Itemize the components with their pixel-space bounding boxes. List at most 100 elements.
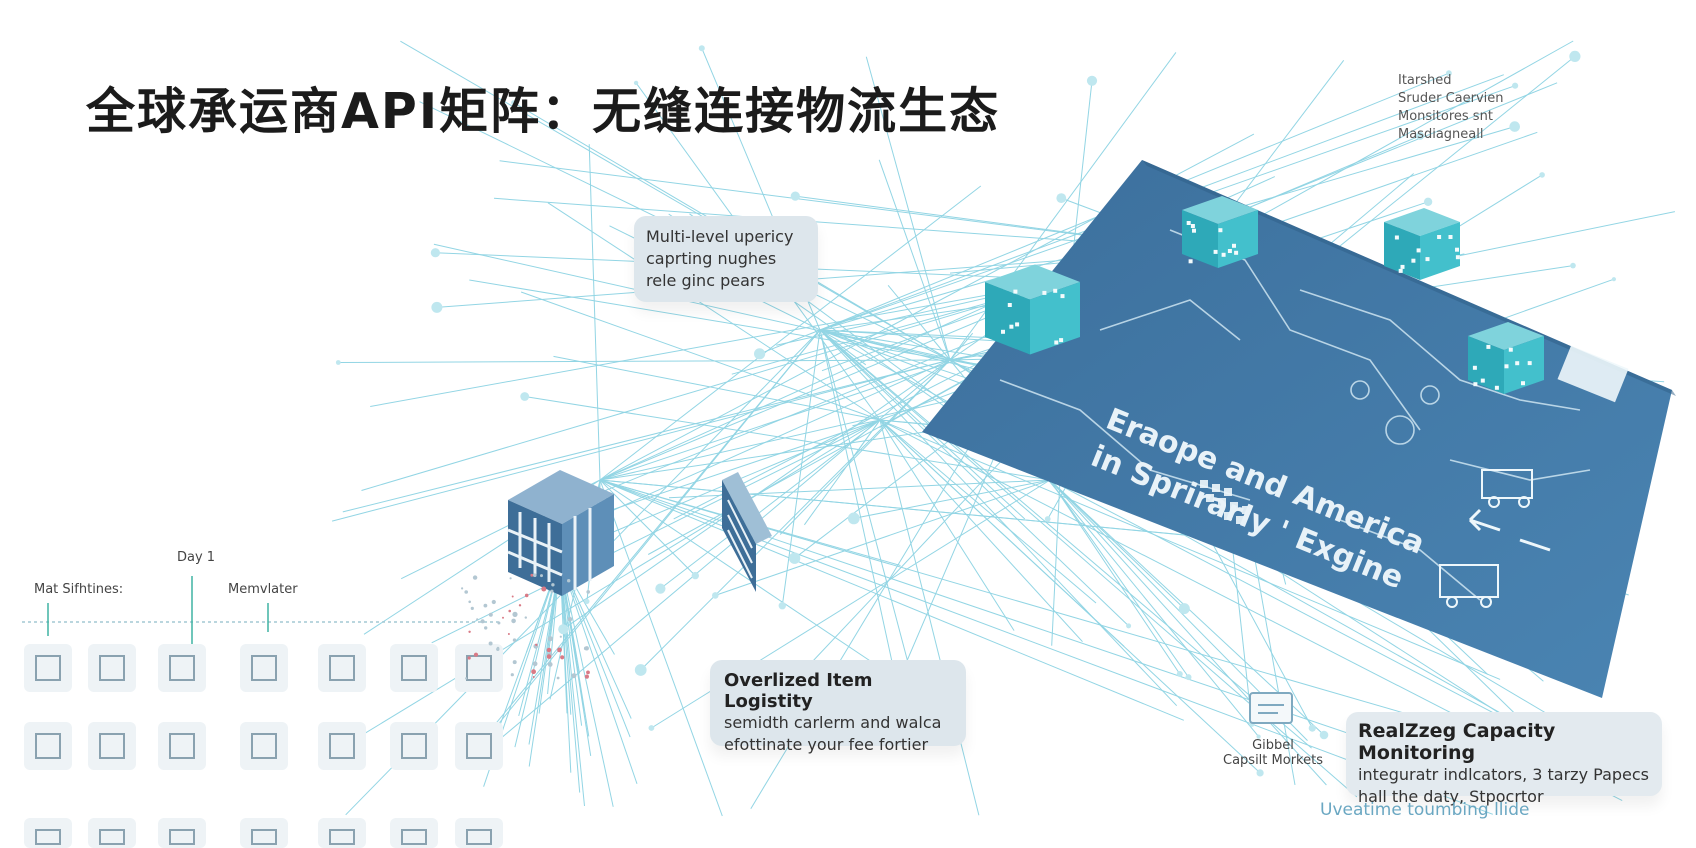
particle [465, 677, 468, 680]
connection-line [759, 329, 821, 355]
particle [512, 638, 517, 642]
particle [524, 593, 529, 598]
network-node [430, 248, 440, 258]
connection-line [342, 359, 951, 513]
particle [559, 635, 562, 638]
connection-line [819, 329, 1178, 707]
network-node [847, 512, 860, 525]
connection-line [559, 559, 614, 807]
particle [532, 661, 538, 667]
connection-line [819, 329, 1567, 751]
network-node [1319, 730, 1329, 740]
network-node [511, 100, 516, 105]
teal-cube-icon [1468, 322, 1544, 394]
connection-line [865, 56, 951, 361]
particle [547, 636, 553, 642]
grid-icon-glyph [169, 655, 195, 681]
particle [541, 586, 547, 592]
connection-line [819, 329, 1312, 749]
network-node [1446, 70, 1452, 77]
connection-line [361, 279, 1071, 491]
capacity-title: RealZzeg Capacity Monitoring [1358, 720, 1556, 764]
grid-cube-icon [507, 470, 614, 596]
network-node [633, 80, 639, 86]
icon-grid [24, 644, 503, 848]
grid-icon-glyph [251, 655, 277, 681]
connection-line [331, 359, 951, 522]
connection-line [613, 359, 951, 511]
particle [511, 618, 516, 624]
particle [567, 617, 573, 622]
connection-line [520, 291, 881, 421]
monitor-icon [1249, 692, 1293, 724]
connection-line [850, 419, 881, 461]
particle [480, 619, 485, 624]
grid-icon-glyph [401, 655, 427, 681]
grid-icon-glyph [169, 733, 195, 759]
particle [531, 669, 536, 675]
particle [461, 587, 464, 590]
grid-icon-glyph [401, 733, 427, 759]
particle [551, 583, 555, 587]
grid-icon-glyph [35, 655, 61, 681]
connection-line [879, 419, 1097, 604]
grid-icon-tile [390, 644, 438, 692]
pricing-line-2: caprting nughes [646, 249, 777, 268]
grid-icon-glyph [466, 829, 492, 845]
oversized-line-2: efottinate your fee fortier [724, 735, 929, 754]
map-icon [1200, 480, 1250, 524]
particle [470, 606, 474, 611]
particle [483, 603, 488, 608]
pricing-card: Multi-level upericy caprting nughes rele… [634, 216, 818, 302]
connection-line [333, 419, 881, 753]
network-node [778, 602, 786, 610]
connection-line [559, 559, 638, 784]
network-node [790, 191, 800, 201]
grid-icon-glyph [466, 655, 492, 681]
capacity-footer: Uveatime toumbing llide [1320, 800, 1530, 820]
network-node [1256, 769, 1264, 777]
network-node [1185, 674, 1192, 681]
particle [540, 574, 543, 578]
grid-icon-tile [88, 722, 136, 770]
particle [560, 655, 565, 660]
timeline-markers [47, 576, 269, 648]
logistics-board [922, 160, 1672, 698]
market-label: Gibbel Capsilt Morkets [1223, 738, 1323, 768]
connection-line [779, 359, 951, 535]
particle [511, 595, 514, 598]
connection-line [370, 279, 1071, 407]
grid-icon-glyph [169, 829, 195, 845]
particle [550, 589, 554, 593]
grid-icon-tile [318, 722, 366, 770]
pricing-line-3: rele ginc pears [646, 271, 765, 290]
particle [510, 673, 514, 677]
grid-icon-glyph [99, 655, 125, 681]
network-node [1126, 623, 1132, 629]
grid-icon-tile [24, 722, 72, 770]
grid-icon-glyph [329, 829, 355, 845]
grid-icon-glyph [466, 733, 492, 759]
network-node [712, 592, 719, 599]
connection-line [599, 419, 881, 515]
teal-cube-icon [1384, 208, 1460, 280]
page-title: 全球承运商API矩阵：无缝连接物流生态 [86, 83, 1001, 140]
connection-line [588, 144, 601, 481]
grid-icon-glyph [251, 733, 277, 759]
grid-icon-glyph [329, 733, 355, 759]
particle [509, 577, 512, 580]
particle [491, 599, 496, 605]
connection-line [338, 359, 951, 363]
particle [508, 609, 512, 613]
network-node [1056, 193, 1067, 204]
particle [586, 670, 590, 675]
network-node [1423, 197, 1433, 206]
teal-cube-icon [985, 264, 1080, 355]
network-node [655, 583, 666, 594]
grid-icon-tile [24, 644, 72, 692]
particle [502, 616, 504, 619]
capacity-line-1: integuratr indlcators, 3 tarzy Papecs [1358, 765, 1649, 784]
network-node [1178, 603, 1190, 615]
network-node [648, 725, 655, 731]
grid-icon-tile [390, 722, 438, 770]
